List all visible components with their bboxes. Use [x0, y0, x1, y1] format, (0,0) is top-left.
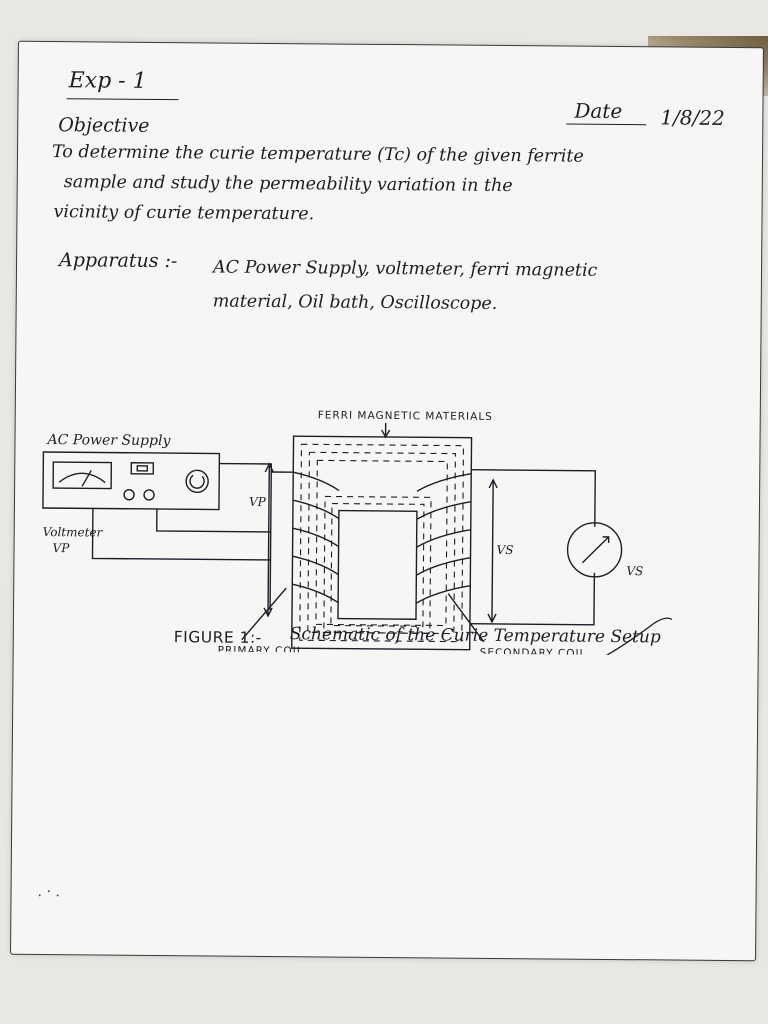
tick-mark	[529, 617, 673, 657]
vs-arrow	[491, 479, 494, 622]
vp-label: VP	[249, 495, 267, 509]
secondary-wire-bottom	[469, 572, 596, 626]
terminal-icon	[123, 489, 135, 501]
voltmeter-window	[52, 461, 113, 490]
ac-power-supply-label: AC Power Supply	[45, 432, 171, 449]
supply-wire-mid	[156, 508, 271, 533]
stray-dots: . · .	[37, 883, 60, 901]
primary-coil	[271, 471, 340, 604]
notebook-page: Exp - 1 Date 1/8/22 Objective To determi…	[10, 40, 764, 962]
secondary-wire-top	[471, 469, 596, 527]
secondary-leader-line	[447, 593, 485, 643]
ac-power-supply-box	[42, 451, 221, 511]
secondary-voltmeter-needle	[581, 536, 610, 564]
secondary-voltmeter-icon	[566, 522, 623, 578]
vs-label: VS	[497, 543, 514, 557]
apparatus-line-2: material, Oil bath, Oscilloscope.	[212, 291, 498, 314]
primary-coil-label: PRIMARY COIL	[218, 645, 304, 657]
figure-caption-prefix: FIGURE 1:-	[173, 628, 262, 647]
voltmeter-label: Voltmeter	[43, 525, 104, 540]
objective-line-1: To determine the curie temperature (Tc) …	[51, 142, 584, 167]
voltmeter-needle	[81, 470, 92, 487]
curie-setup-schematic: FERRI MAGNETIC MATERIALS PRIMARY COIL SE…	[42, 409, 673, 657]
secondary-coil-label: SECONDARY COIL	[480, 647, 587, 656]
secondary-coil	[415, 473, 472, 604]
experiment-title: Exp - 1	[68, 68, 147, 94]
ferri-label: FERRI MAGNETIC MATERIALS	[318, 409, 493, 423]
supply-wire-bottom	[91, 508, 271, 561]
knob-icon	[185, 469, 209, 494]
vp-arrow	[267, 465, 271, 616]
ferri-core-inner	[337, 509, 418, 620]
objective-line-3: vicinity of curie temperature.	[53, 202, 315, 225]
date-value: 1/8/22	[660, 105, 725, 130]
voltmeter-vp-label: VP	[53, 541, 71, 555]
supply-wire-top	[219, 462, 273, 610]
knob-arrow	[189, 474, 205, 489]
figure-caption-text: Schematic of the Curie Temperature Setup	[289, 624, 661, 648]
power-switch-icon	[130, 462, 155, 475]
experiment-title-underline	[66, 98, 179, 101]
date-label: Date	[574, 98, 623, 124]
primary-leader-line	[241, 587, 287, 641]
apparatus-heading: Apparatus :-	[58, 249, 178, 273]
voltmeter-scale	[58, 472, 106, 484]
objective-heading: Objective	[58, 114, 150, 137]
date-underline	[566, 123, 647, 126]
power-switch-inner	[136, 465, 149, 472]
apparatus-line-1: AC Power Supply, voltmeter, ferri magnet…	[212, 257, 598, 281]
vs-meter-label: VS	[626, 564, 643, 578]
terminal-icon	[143, 489, 155, 501]
ferri-core-outer	[291, 435, 473, 651]
objective-line-2: sample and study the permeability variat…	[63, 172, 513, 197]
